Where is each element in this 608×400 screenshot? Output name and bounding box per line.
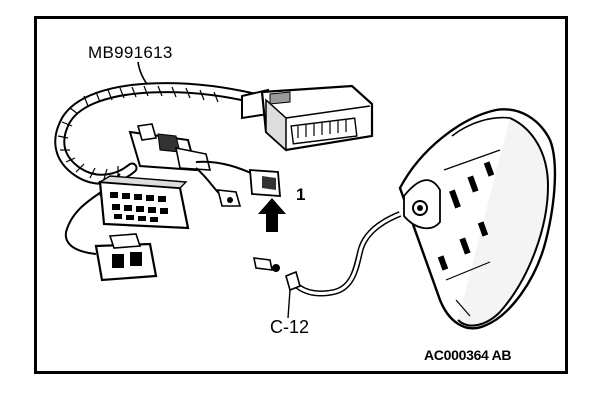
tool-clip-connector xyxy=(128,123,212,172)
square-connector xyxy=(94,233,158,282)
arrow-up-icon xyxy=(258,198,286,232)
callout-number: 1 xyxy=(296,185,306,204)
c12-connector-cable xyxy=(285,211,402,297)
tool-label: MB991613 xyxy=(88,43,173,62)
c12-leader-line xyxy=(287,289,291,319)
figure-id: AC000364 AB xyxy=(424,347,512,363)
airbag-module xyxy=(398,108,557,330)
multi-pin-connector xyxy=(97,175,190,230)
small-plug-connector xyxy=(216,169,281,207)
connector-label: C-12 xyxy=(270,317,310,337)
tool-main-connector xyxy=(241,84,374,152)
terminal-pin xyxy=(252,257,280,272)
test-harness-tool xyxy=(54,82,268,185)
